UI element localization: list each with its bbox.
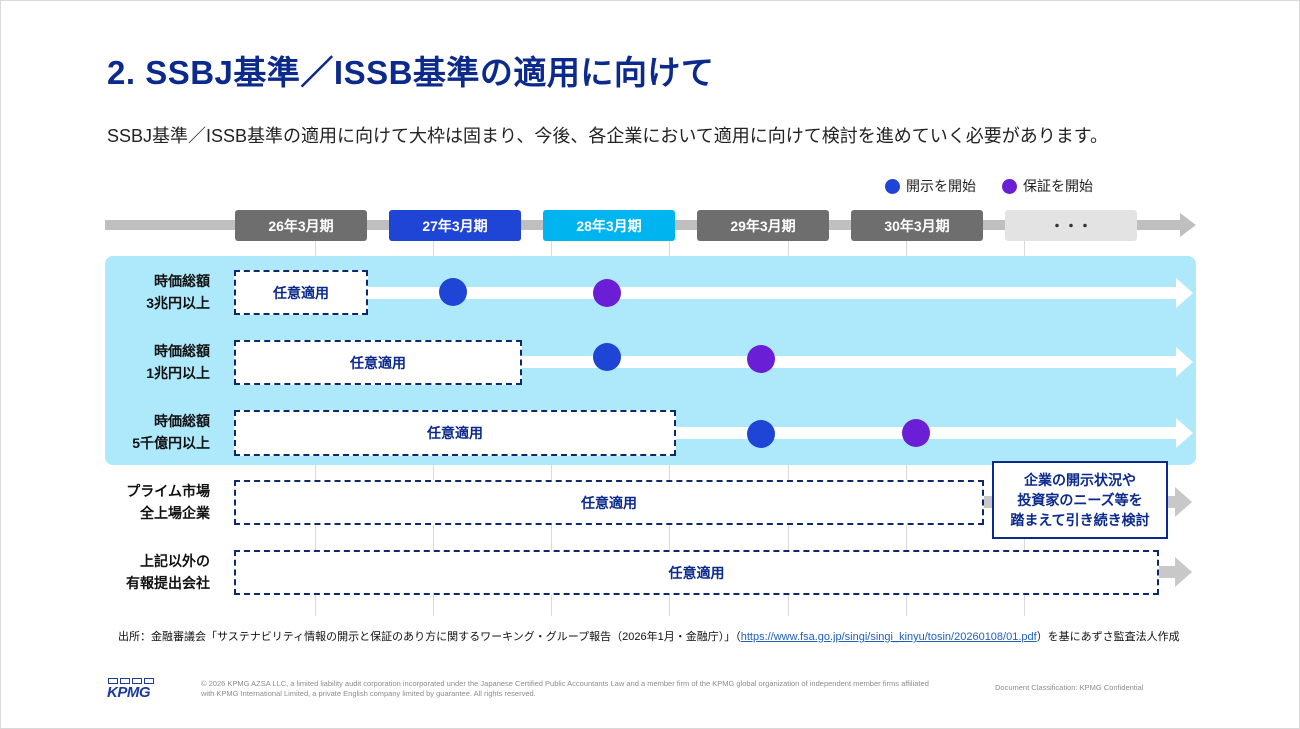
assurance-start-marker	[747, 345, 775, 373]
row-label-line: 有報提出会社	[126, 575, 210, 591]
disclosure-start-marker	[747, 420, 775, 448]
row-label-line: 上記以外の	[140, 553, 210, 569]
row-label-line: 3兆円以上	[146, 295, 210, 311]
row-arrow-head-icon	[1176, 347, 1193, 377]
legend-disclosure-label: 開示を開始	[906, 178, 976, 194]
copyright-notice: © 2026 KPMG AZSA LLC, a limited liabilit…	[201, 679, 929, 698]
voluntary-box: 任意適用	[234, 480, 984, 525]
row-label-line: 5千億円以上	[132, 435, 210, 451]
period-fy2027: 27年3月期	[389, 210, 521, 241]
row-label-prime-market: プライム市場 全上場企業	[100, 480, 210, 524]
period-fy2029: 29年3月期	[697, 210, 829, 241]
note-line: 投資家のニーズ等を	[1017, 492, 1143, 508]
further-review-note: 企業の開示状況や 投資家のニーズ等を 踏まえて引き続き検討	[992, 461, 1168, 539]
row-label-other-filers: 上記以外の 有報提出会社	[100, 550, 210, 594]
kpmg-logo-bars-icon	[108, 678, 154, 684]
row-arrow	[520, 356, 1178, 368]
row-arrow	[1156, 566, 1176, 578]
row-arrow-head-icon	[1175, 487, 1192, 517]
row-arrow-head-icon	[1176, 418, 1193, 448]
voluntary-box: 任意適用	[234, 270, 368, 315]
row-arrow-head-icon	[1176, 278, 1193, 308]
legend-assurance-label: 保証を開始	[1023, 178, 1093, 194]
source-link[interactable]: https://www.fsa.go.jp/singi/singi_kinyu/…	[740, 631, 1037, 643]
row-label-1-trillion: 時価総額 1兆円以上	[100, 340, 210, 384]
legend-disclosure: 開示を開始	[885, 176, 976, 196]
note-line: 企業の開示状況や	[1024, 472, 1136, 488]
page-title: 2. SSBJ基準／ISSB基準の適用に向けて	[107, 54, 715, 91]
source-suffix: ）を基にあずさ監査法人作成	[1036, 631, 1180, 643]
row-label-line: 全上場企業	[140, 505, 210, 521]
row-arrow	[366, 287, 1178, 299]
row-label-line: 時価総額	[154, 273, 210, 289]
row-label-3-trillion: 時価総額 3兆円以上	[100, 270, 210, 314]
assurance-start-marker	[593, 279, 621, 307]
period-fy2030: 30年3月期	[851, 210, 983, 241]
disclosure-dot-icon	[885, 178, 900, 194]
row-label-line: プライム市場	[126, 483, 210, 499]
voluntary-box: 任意適用	[234, 550, 1159, 595]
source-prefix: 出所：金融審議会「サステナビリティ情報の開示と保証のあり方に関するワーキング・グ…	[118, 631, 741, 643]
period-ellipsis: ・・・	[1005, 210, 1137, 241]
row-label-line: 時価総額	[154, 343, 210, 359]
kpmg-logo: KPMG	[107, 684, 151, 701]
period-fy2026: 26年3月期	[235, 210, 367, 241]
row-label-500-billion: 時価総額 5千億円以上	[100, 410, 210, 454]
disclosure-start-marker	[593, 343, 621, 371]
note-line: 踏まえて引き続き検討	[1010, 512, 1150, 528]
timeline-arrow-icon	[1180, 213, 1196, 237]
document-classification: Document Classification: KPMG Confidenti…	[995, 683, 1144, 692]
legend-assurance: 保証を開始	[1002, 176, 1093, 196]
voluntary-box: 任意適用	[234, 410, 676, 456]
assurance-dot-icon	[1002, 178, 1017, 194]
voluntary-box: 任意適用	[234, 340, 522, 385]
row-label-line: 時価総額	[154, 413, 210, 429]
disclosure-start-marker	[439, 278, 467, 306]
row-label-line: 1兆円以上	[146, 365, 210, 381]
row-arrow-head-icon	[1175, 557, 1192, 587]
page-subtitle: SSBJ基準／ISSB基準の適用に向けて大枠は固まり、今後、各企業において適用に…	[107, 126, 1108, 146]
source-citation: 出所：金融審議会「サステナビリティ情報の開示と保証のあり方に関するワーキング・グ…	[118, 628, 1180, 644]
period-fy2028: 28年3月期	[543, 210, 675, 241]
assurance-start-marker	[902, 419, 930, 447]
